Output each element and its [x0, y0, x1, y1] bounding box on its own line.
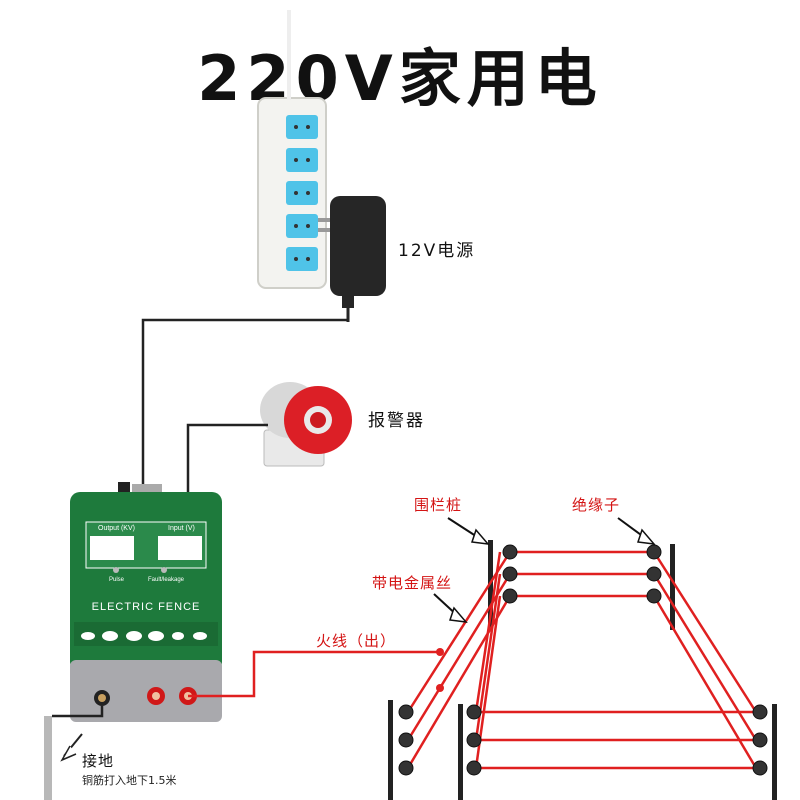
alarm-siren: [260, 382, 352, 467]
fence-posts-front: [388, 700, 777, 800]
label-12v-power: 12V电源: [398, 241, 476, 261]
label-alarm: 报警器: [368, 411, 425, 431]
socket-4: [286, 214, 318, 238]
ground-wire: [52, 706, 104, 718]
wires-back: [512, 550, 652, 598]
socket-3: [286, 181, 318, 205]
insulator-arrow-icon: [617, 517, 656, 545]
label-fire-line-out: 火线（出）: [316, 632, 397, 650]
power-cable: [141, 318, 348, 492]
power-strip: [257, 10, 327, 289]
fault-label: Fault/leakage: [148, 577, 185, 583]
electric-fence-device: [70, 482, 222, 722]
alarm-cable: [186, 423, 268, 492]
live-wire-out: [188, 650, 440, 698]
metal-wire-arrow-icon: [433, 593, 468, 623]
ground-arrow-icon: [60, 733, 83, 762]
socket-1: [286, 115, 318, 139]
socket-2: [286, 148, 318, 172]
label-fence-post: 围栏桩: [414, 496, 463, 514]
label-ground-note: 铜筋打入地下1.5米: [82, 774, 177, 787]
fence-posts-back: [488, 540, 675, 630]
pulse-label: Pulse: [109, 577, 125, 583]
wires-front: [472, 710, 758, 770]
ground-rod: [44, 716, 52, 800]
label-ground: 接地: [82, 752, 115, 770]
label-insulator: 绝缘子: [572, 496, 621, 514]
power-adapter: [318, 196, 386, 322]
label-live-metal-wire: 带电金属丝: [372, 574, 453, 592]
output-label: Output (KV): [98, 525, 135, 532]
input-label: Input (V): [168, 525, 195, 532]
wires-right: [652, 551, 758, 769]
device-name: ELECTRIC FENCE: [92, 601, 201, 613]
socket-5: [286, 247, 318, 271]
insulators: [398, 544, 768, 776]
fence-post-arrow-icon: [447, 517, 490, 545]
